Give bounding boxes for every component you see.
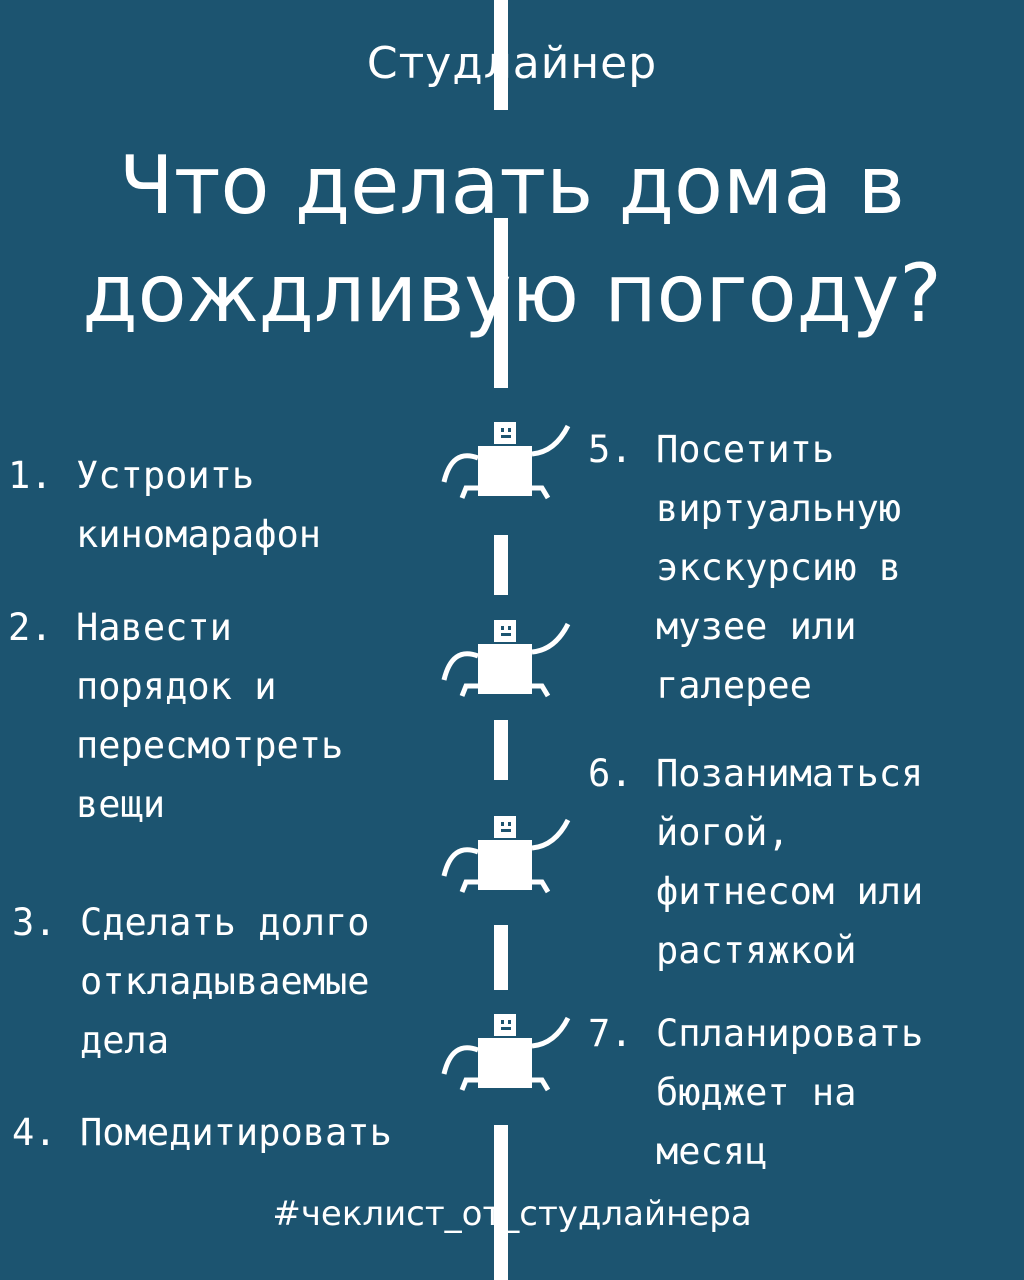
road-line-segment [494,1125,508,1280]
item-number: 3. [12,901,57,944]
brand-name: Студлайнер [366,38,658,89]
title-line-1: Что делать дома в [119,139,905,232]
item-number: 5. [588,428,633,471]
road-line-segment [494,535,508,595]
item-number: 7. [588,1012,633,1055]
item-text: Помедитировать [80,1111,392,1154]
item-number: 1. [8,454,53,497]
walking-figure-icon [441,422,571,500]
road-line-segment [494,720,508,780]
item-number: 4. [12,1111,57,1154]
walking-figure-icon [441,816,571,894]
item-number: 2. [8,606,53,649]
walking-figure-icon [441,1014,571,1092]
road-line-segment [494,925,508,990]
item-number: 6. [588,752,633,795]
road-line-segment [494,218,508,388]
road-line-segment [494,0,508,110]
walking-figure-icon [441,620,571,698]
page-title: Что делать дома в дождливую погоду? [0,132,1024,348]
checklist-item: 4. Помедитировать [12,1103,392,1162]
title-line-2: дождливую погоду? [82,247,942,340]
hashtag: #чеклист_от_студлайнера [272,1194,752,1234]
